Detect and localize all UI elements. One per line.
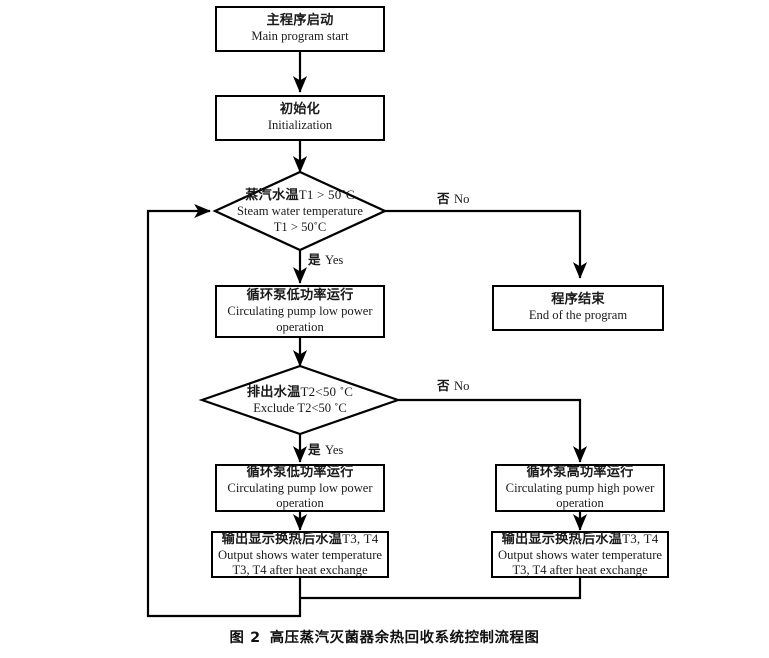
node-init-en: Initialization xyxy=(267,118,333,133)
edge-label-t2-no: 否 No xyxy=(437,378,470,393)
node-start[interactable]: 主程序启动 Main program start xyxy=(215,6,385,52)
node-pump-low-first[interactable]: 循环泵低功率运行 Circulating pump low power oper… xyxy=(215,285,385,338)
pump-low-2-cn: 循环泵低功率运行 xyxy=(246,464,354,480)
node-start-en: Main program start xyxy=(251,29,349,44)
edge-label-t1-no: 否 No xyxy=(437,191,470,206)
end-program-cn: 程序结束 xyxy=(551,292,605,308)
edge-label-t2-yes: 是 Yes xyxy=(308,442,344,457)
node-init-cn: 初始化 xyxy=(279,102,321,118)
node-output-right[interactable]: 输出显示换热后水温T3, T4 Output shows water tempe… xyxy=(491,531,669,578)
pump-low-1-en-1: Circulating pump low power xyxy=(227,304,373,319)
pump-low-1-cn: 循环泵低功率运行 xyxy=(246,288,354,304)
edge-t1-no xyxy=(385,209,588,279)
node-output-left[interactable]: 输出显示换热后水温T3, T4 Output shows water tempe… xyxy=(211,531,389,578)
pump-low-2-en-2: operation xyxy=(276,496,324,511)
pump-high-en-2: operation xyxy=(556,496,604,511)
pump-low-2-en-1: Circulating pump low power xyxy=(227,480,373,495)
node-end-program[interactable]: 程序结束 End of the program xyxy=(492,285,664,331)
output-right-en-2: T3, T4 after heat exchange xyxy=(512,563,648,578)
pump-low-1-en-2: operation xyxy=(276,319,324,334)
output-right-cn: 输出显示换热后水温T3, T4 xyxy=(501,530,659,547)
node-pump-low-second[interactable]: 循环泵低功率运行 Circulating pump low power oper… xyxy=(215,464,385,512)
edge-label-t1-yes: 是 Yes xyxy=(308,252,344,267)
node-initialization[interactable]: 初始化 Initialization xyxy=(215,95,385,141)
edge-output-right-to-bus xyxy=(300,578,582,600)
pump-high-en-1: Circulating pump high power xyxy=(505,480,655,495)
output-right-en-1: Output shows water temperature xyxy=(497,547,663,562)
edge-feedback-loop xyxy=(146,203,302,618)
node-pump-high[interactable]: 循环泵高功率运行 Circulating pump high power ope… xyxy=(495,464,665,512)
end-program-en: End of the program xyxy=(528,308,628,323)
output-left-cn: 输出显示换热后水温T3, T4 xyxy=(221,530,379,547)
output-left-en-2: T3, T4 after heat exchange xyxy=(232,563,368,578)
figure-caption-text: 高压蒸汽灭菌器余热回收系统控制流程图 xyxy=(269,630,540,646)
pump-high-cn: 循环泵高功率运行 xyxy=(526,464,634,480)
edge-t2-no xyxy=(398,398,588,463)
decision-t1-shape xyxy=(212,170,388,252)
node-start-cn: 主程序启动 xyxy=(266,13,334,29)
output-left-en-1: Output shows water temperature xyxy=(217,547,383,562)
figure-caption: 图 2 高压蒸汽灭菌器余热回收系统控制流程图 xyxy=(0,626,769,647)
figure-caption-number: 图 2 xyxy=(229,630,261,646)
decision-t2-shape xyxy=(198,364,402,436)
